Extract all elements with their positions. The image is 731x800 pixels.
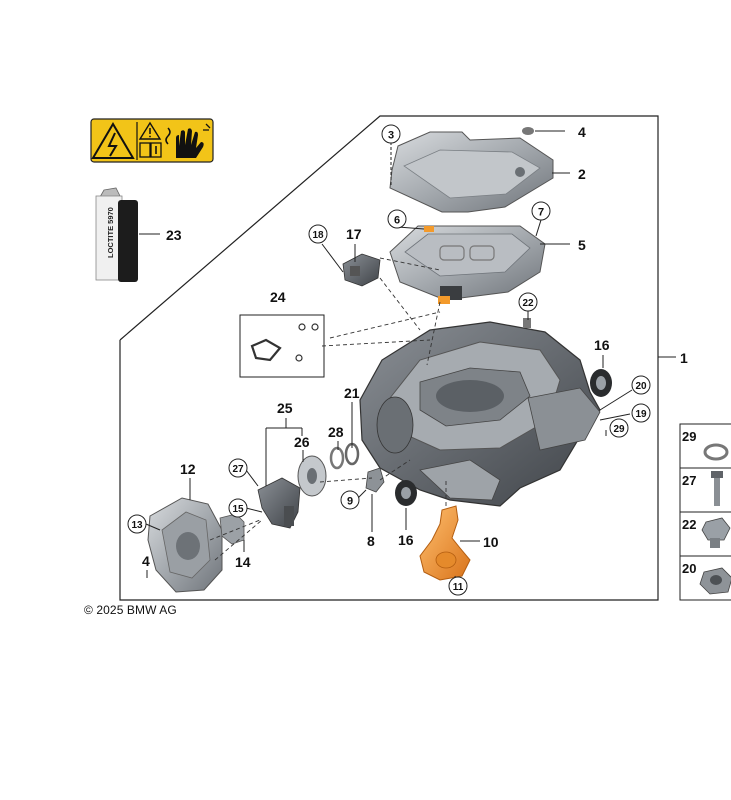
svg-text:18: 18 xyxy=(312,230,324,241)
callout-14: 14 xyxy=(235,554,251,570)
svg-text:27: 27 xyxy=(232,464,244,475)
sensor-assembly xyxy=(257,477,301,529)
leader-lines xyxy=(145,130,676,583)
svg-text:9: 9 xyxy=(347,496,353,508)
high-voltage-warning-icon xyxy=(91,122,135,159)
protective-glove-icon xyxy=(165,123,211,158)
circled-callouts: 3 6 7 18 22 20 19 29 xyxy=(127,124,651,596)
oil-pump-orange xyxy=(419,505,471,581)
svg-text:22: 22 xyxy=(522,298,534,309)
assembly-outline xyxy=(119,115,659,601)
callout-28: 28 xyxy=(328,424,344,440)
callout-21: 21 xyxy=(344,385,360,401)
copyright-notice: © 2025 BMW AG xyxy=(84,603,177,617)
panel-label-27: 27 xyxy=(682,473,696,488)
callout-23: 23 xyxy=(166,227,182,243)
callout-29: 29 xyxy=(609,418,629,438)
svg-text:13: 13 xyxy=(131,520,143,531)
plug-22-icon xyxy=(701,517,731,548)
caution-triangle-icon xyxy=(138,121,162,140)
washer-28 xyxy=(329,442,360,470)
seal-set-box xyxy=(239,314,325,378)
callout-25: 25 xyxy=(277,400,293,416)
reluctor-disc xyxy=(297,455,327,497)
plug-bolt-22 xyxy=(523,318,531,328)
sensor-bracket xyxy=(342,253,381,287)
drain-plug-top xyxy=(522,127,534,135)
callout-17: 17 xyxy=(346,226,362,242)
shaft-seal-lower xyxy=(395,480,417,506)
callout-6: 6 xyxy=(387,209,407,229)
power-electronics-module xyxy=(389,225,546,304)
callout-20: 20 xyxy=(631,375,651,395)
end-cover xyxy=(147,497,223,593)
panel-label-22: 22 xyxy=(682,517,696,532)
sealant-tube: LOCTITE 5970 xyxy=(95,187,138,282)
svg-text:20: 20 xyxy=(635,381,647,392)
svg-text:29: 29 xyxy=(613,424,625,435)
callout-10: 10 xyxy=(483,534,499,550)
manual-info-icon xyxy=(139,142,162,158)
washer-29-icon xyxy=(703,443,729,461)
side-parts-panel xyxy=(679,423,731,601)
nut-20-icon xyxy=(699,567,731,595)
callout-4: 4 xyxy=(578,124,586,140)
orange-connector-6 xyxy=(424,226,434,232)
callout-12: 12 xyxy=(180,461,196,477)
svg-text:6: 6 xyxy=(394,215,400,227)
callout-18: 18 xyxy=(308,224,328,244)
callout-26: 26 xyxy=(294,434,310,450)
callout-16b: 16 xyxy=(398,532,414,548)
svg-text:11: 11 xyxy=(453,582,464,593)
svg-text:3: 3 xyxy=(388,130,394,142)
callout-2: 2 xyxy=(578,166,586,182)
tube-label: LOCTITE 5970 xyxy=(106,207,115,258)
warning-label xyxy=(90,118,214,163)
main-transmission-housing xyxy=(359,321,601,507)
callout-4b: 4 xyxy=(142,553,150,569)
top-cover xyxy=(389,131,554,213)
callout-5: 5 xyxy=(578,237,586,253)
callout-11: 11 xyxy=(448,576,468,596)
panel-label-20: 20 xyxy=(682,561,696,576)
svg-text:15: 15 xyxy=(232,504,244,515)
callout-1: 1 xyxy=(680,350,688,366)
callout-3: 3 xyxy=(381,124,401,144)
clip-bracket-15 xyxy=(219,513,245,545)
callout-9: 9 xyxy=(340,490,360,510)
callout-7: 7 xyxy=(531,201,551,221)
callout-13: 13 xyxy=(127,514,147,534)
bolt-27-icon xyxy=(711,471,723,506)
callout-15: 15 xyxy=(228,498,248,518)
callout-22: 22 xyxy=(518,292,538,312)
svg-text:7: 7 xyxy=(538,207,544,219)
callout-8: 8 xyxy=(367,533,375,549)
callout-27: 27 xyxy=(228,458,248,478)
panel-label-29: 29 xyxy=(682,429,696,444)
svg-text:19: 19 xyxy=(635,409,647,420)
callout-labels: 1 2 4 5 8 10 12 14 16 16 17 21 23 24 25 … xyxy=(142,124,696,576)
bracket-9 xyxy=(365,467,385,493)
callout-16: 16 xyxy=(594,337,610,353)
callout-24: 24 xyxy=(270,289,286,305)
callout-19: 19 xyxy=(631,403,651,423)
alignment-lines xyxy=(209,257,447,561)
shaft-seal-right xyxy=(590,369,612,397)
